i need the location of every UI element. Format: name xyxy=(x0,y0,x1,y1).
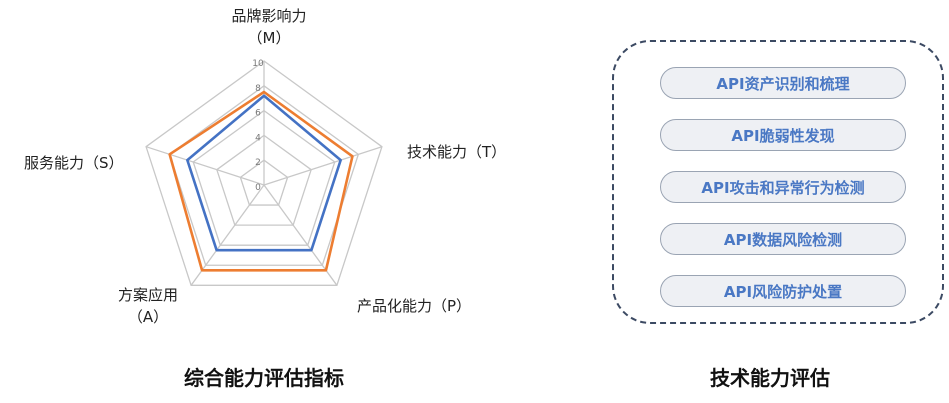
grid-spoke-3 xyxy=(190,184,265,286)
axis-label-service: 服务能力（S） xyxy=(24,154,124,172)
tick-label-6: 6 xyxy=(255,109,261,119)
tick-label-0: 0 xyxy=(255,183,261,193)
series-line-1 xyxy=(186,94,342,252)
tick-label-8: 8 xyxy=(255,84,261,94)
grid-spoke-1 xyxy=(263,146,383,186)
tech-item-asset: API资产识别和梳理 xyxy=(660,67,906,99)
grid-spoke-4 xyxy=(145,146,265,186)
tick-label-2: 2 xyxy=(255,158,261,168)
tech-capability-panel: API资产识别和梳理 API脆弱性发现 API攻击和异常行为检测 API数据风险… xyxy=(612,40,944,324)
tech-item-risk-protection: API风险防护处置 xyxy=(660,275,906,307)
series-line-0 xyxy=(168,90,354,272)
grid-ring-6 xyxy=(192,109,336,246)
axis-label-solution: 方案应用 （A） xyxy=(113,284,183,328)
grid-ring-10 xyxy=(145,60,383,286)
axis-label-solution-text: 方案应用 xyxy=(117,286,178,304)
axis-label-solution-sub: （A） xyxy=(127,308,169,326)
axis-label-brand-sub: （M） xyxy=(247,29,291,47)
grid-ring-2 xyxy=(239,159,289,206)
axis-label-brand-text: 品牌影响力 xyxy=(231,7,307,25)
tech-item-vulnerability: API脆弱性发现 xyxy=(660,119,906,151)
tick-label-10: 10 xyxy=(252,59,264,69)
caption-tech-evaluation: 技术能力评估 xyxy=(710,366,830,390)
axis-label-product: 产品化能力（P） xyxy=(357,297,472,315)
tech-item-attack-detection: API攻击和异常行为检测 xyxy=(660,171,906,203)
tick-label-4: 4 xyxy=(255,133,261,143)
axis-label-tech: 技术能力（T） xyxy=(407,143,507,161)
axis-label-brand: 品牌影响力 （M） xyxy=(229,5,309,49)
tech-item-data-risk: API数据风险检测 xyxy=(660,223,906,255)
grid-spoke-2 xyxy=(263,184,338,286)
grid-ring-4 xyxy=(216,134,312,226)
caption-overall-evaluation: 综合能力评估指标 xyxy=(184,366,344,390)
